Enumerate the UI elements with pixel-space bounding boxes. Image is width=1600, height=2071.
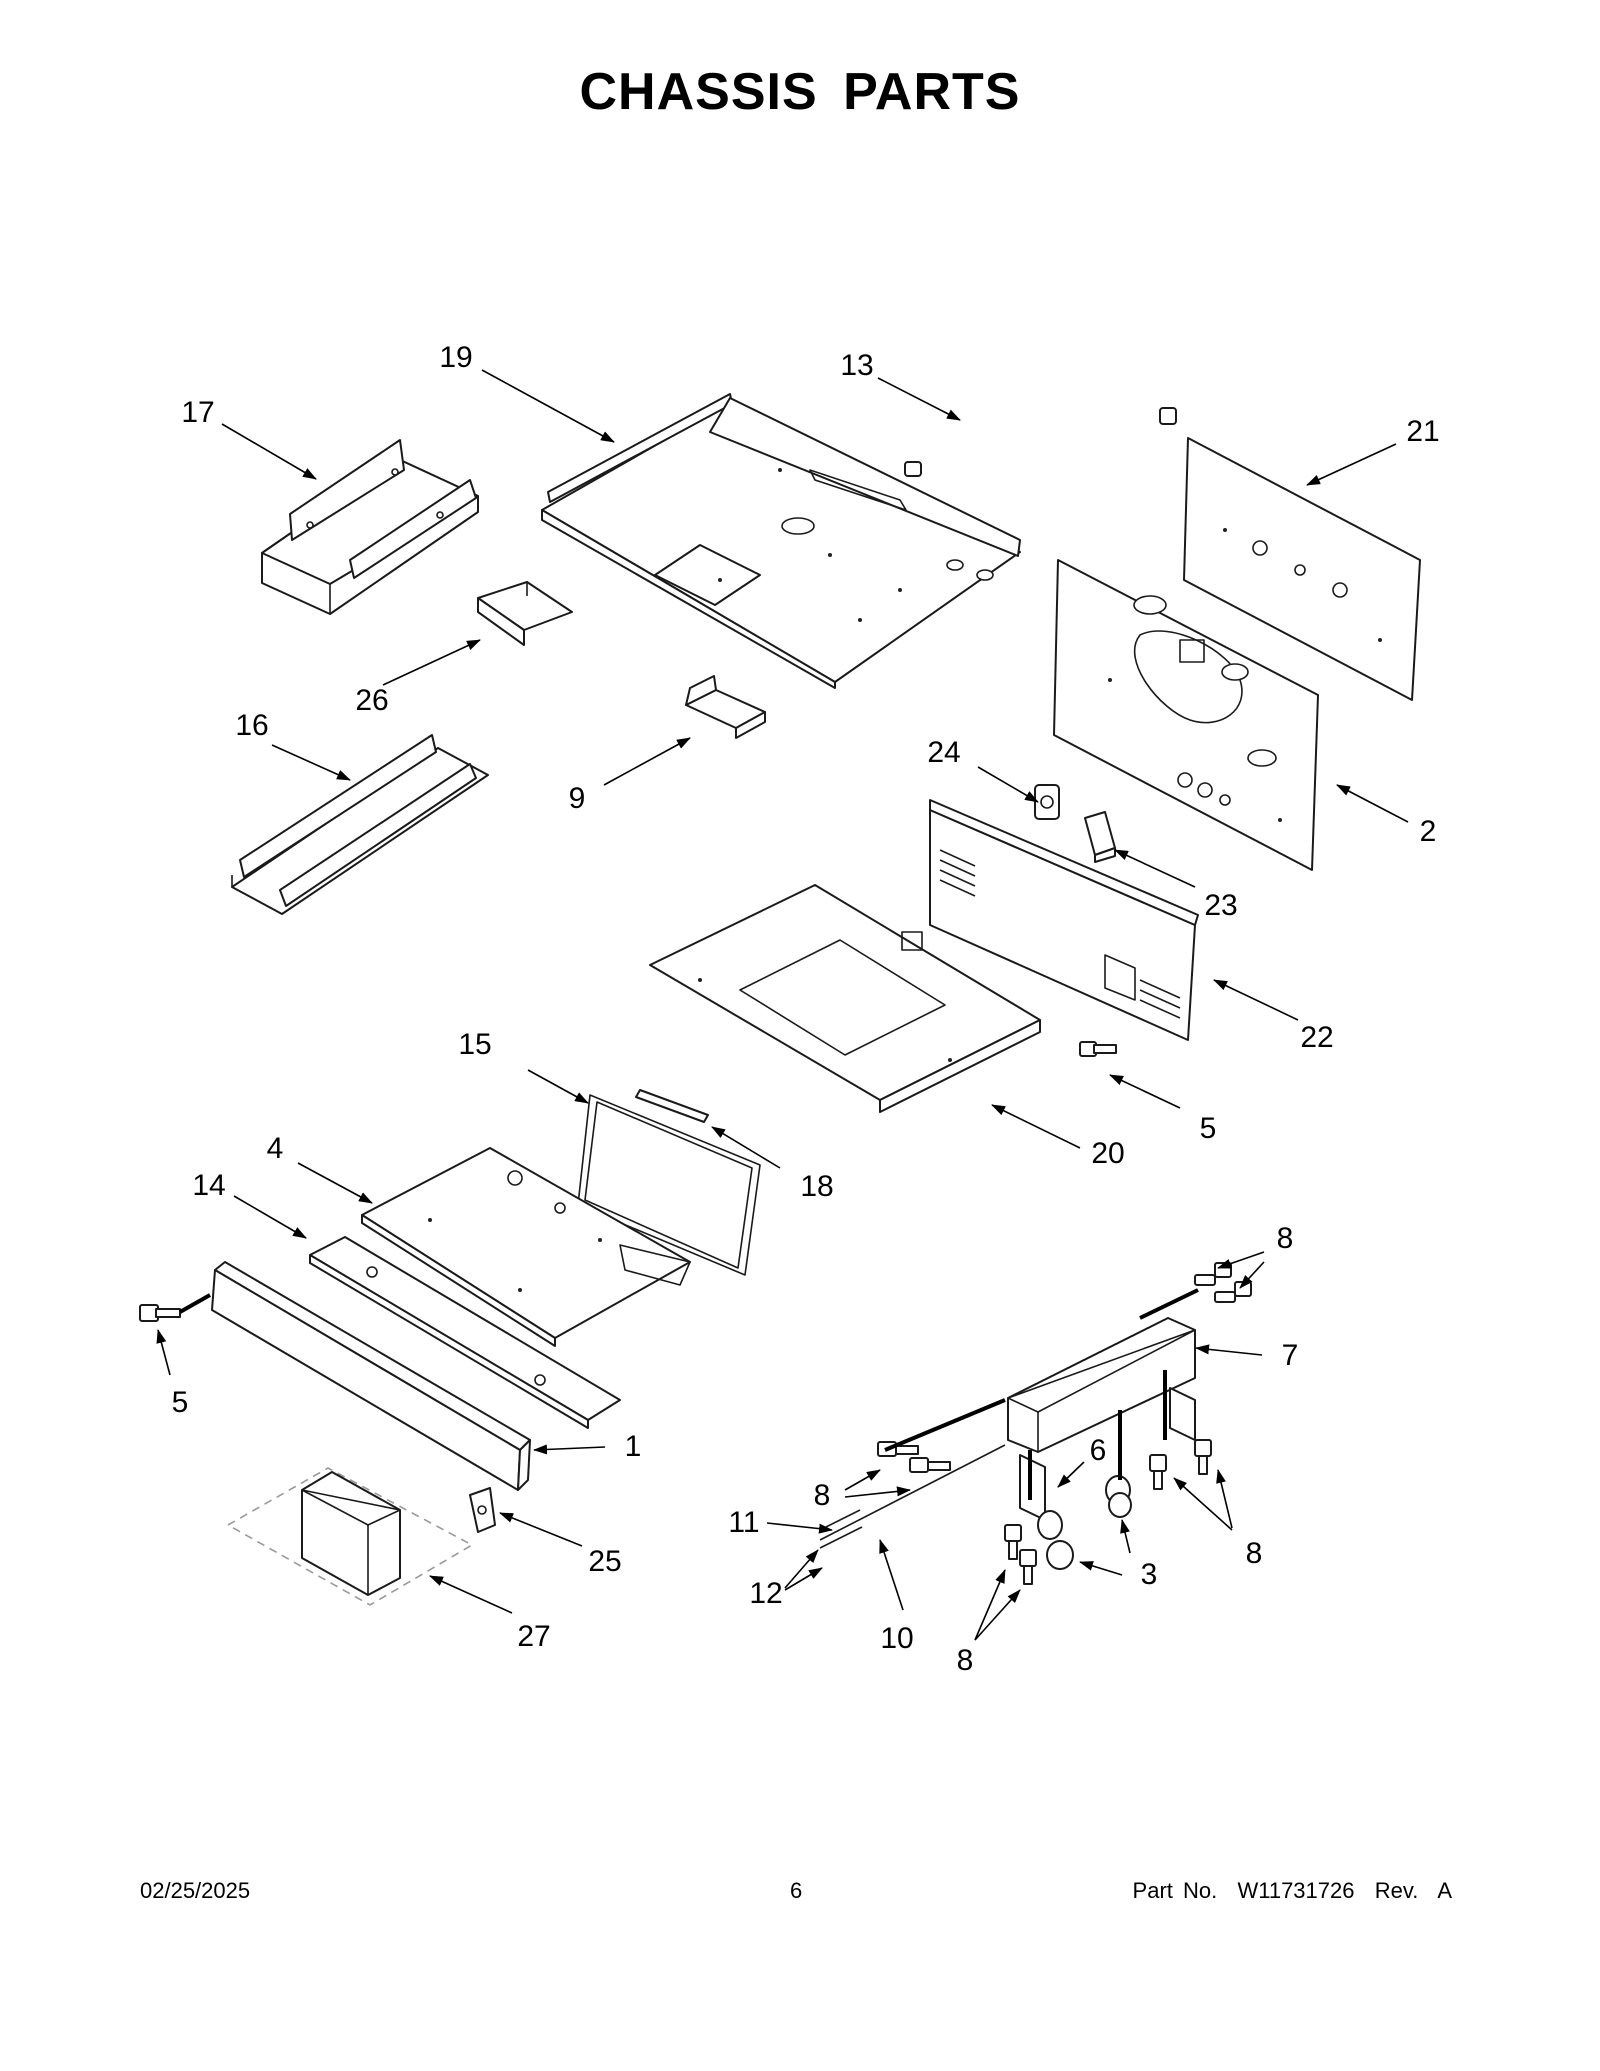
part-23-bracket [1084, 811, 1116, 863]
part-27-bin [226, 1467, 474, 1606]
callout-9: 9 [569, 782, 586, 815]
part-5-screw-upper [1079, 1041, 1117, 1057]
part-26-shield [477, 581, 573, 646]
callout-16: 16 [235, 709, 268, 742]
part-18-strip [635, 1089, 709, 1123]
part-1-toe-kick [211, 1261, 531, 1491]
part-19-base-plate [541, 393, 1021, 689]
callout-8-right: 8 [1246, 1537, 1263, 1570]
callout-7: 7 [1282, 1339, 1299, 1372]
callout-23: 23 [1204, 889, 1237, 922]
part-14-panel [309, 1236, 621, 1429]
callout-15: 15 [458, 1028, 491, 1061]
callout-18: 18 [800, 1170, 833, 1203]
part-20-lower-plate [649, 884, 1041, 1113]
part-25-bracket [469, 1487, 496, 1533]
callout-21: 21 [1406, 415, 1439, 448]
part-4-floor-plate [361, 1147, 691, 1347]
callout-6: 6 [1090, 1434, 1107, 1467]
assembly-guide-lines [179, 1288, 1199, 1500]
callout-8-bottom: 8 [957, 1644, 974, 1677]
callout-1: 1 [625, 1430, 642, 1463]
callout-11: 11 [728, 1506, 759, 1539]
callout-5-lower: 5 [172, 1386, 189, 1419]
callout-8-top: 8 [1277, 1222, 1294, 1255]
callout-22: 22 [1300, 1021, 1333, 1054]
part-3-leg [1046, 1492, 1132, 1570]
part-16-rail [231, 734, 489, 915]
callout-20: 20 [1091, 1137, 1124, 1170]
part-13-tube [904, 365, 1177, 477]
callout-labels: 19 13 17 21 26 16 9 24 2 23 22 15 5 18 2… [172, 341, 1440, 1677]
callout-17: 17 [181, 396, 214, 429]
part-17-bracket [261, 439, 479, 615]
callout-19: 19 [439, 341, 472, 374]
callout-27: 27 [517, 1620, 550, 1653]
callout-3: 3 [1141, 1558, 1158, 1591]
part-2-rear-panel [1053, 559, 1319, 871]
callout-13: 13 [840, 349, 873, 382]
part-15-gasket [577, 1094, 761, 1276]
callout-arrows [156, 369, 1409, 1641]
callout-2: 2 [1420, 815, 1437, 848]
part-22-front-panel [929, 799, 1199, 1041]
part-5-screw-lower [139, 1304, 181, 1322]
page-title: CHASSIS PARTS [579, 63, 1021, 121]
footer-part-number: Part No. W11731726 Rev. A [1132, 1878, 1452, 1903]
part-7-bracket [1007, 1317, 1196, 1521]
callout-8-mid: 8 [814, 1479, 831, 1512]
callout-14: 14 [192, 1169, 225, 1202]
callout-4: 4 [267, 1132, 284, 1165]
part-21-back-plate [1183, 437, 1421, 701]
footer-date: 02/25/2025 [140, 1878, 251, 1903]
callout-26: 26 [355, 684, 388, 717]
callout-10: 10 [880, 1622, 913, 1655]
callout-5-upper: 5 [1200, 1112, 1217, 1145]
footer-page-number: 6 [790, 1878, 803, 1903]
callout-25: 25 [588, 1545, 621, 1578]
part-24-connector [1034, 784, 1060, 820]
part-9-bracket [685, 675, 766, 739]
callout-24: 24 [927, 736, 960, 769]
callout-12: 12 [749, 1577, 782, 1610]
